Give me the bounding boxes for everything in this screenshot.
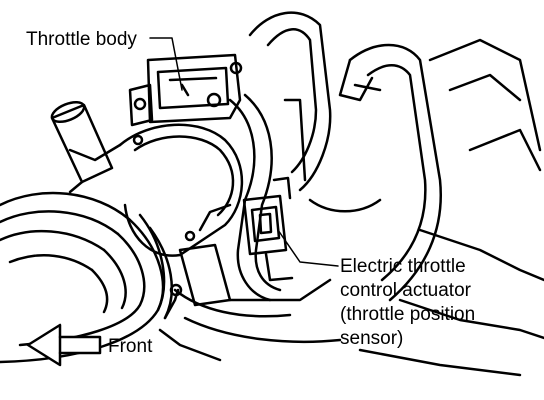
vacuum-pipe xyxy=(50,100,114,194)
hoses-and-harness xyxy=(228,11,544,377)
actuator-label-line-1: Electric throttle xyxy=(340,256,466,277)
throttle-body-label: Throttle body xyxy=(26,29,137,50)
actuator-label-line-4: sensor) xyxy=(340,328,404,349)
throttle-body-housing xyxy=(68,53,244,257)
actuator-connector xyxy=(242,98,307,282)
actuator-label-line-3: (throttle position xyxy=(340,304,476,325)
actuator-label-line-2: control actuator xyxy=(340,280,471,301)
engine-block xyxy=(158,203,342,362)
front-arrow xyxy=(26,323,102,367)
throttle-body-leader xyxy=(149,37,183,91)
leader-lines xyxy=(149,37,339,267)
actuator-leader xyxy=(277,229,339,267)
electric-throttle-actuator-label: Electric throttle control actuator (thro… xyxy=(340,255,475,351)
front-label: Front xyxy=(108,336,153,357)
